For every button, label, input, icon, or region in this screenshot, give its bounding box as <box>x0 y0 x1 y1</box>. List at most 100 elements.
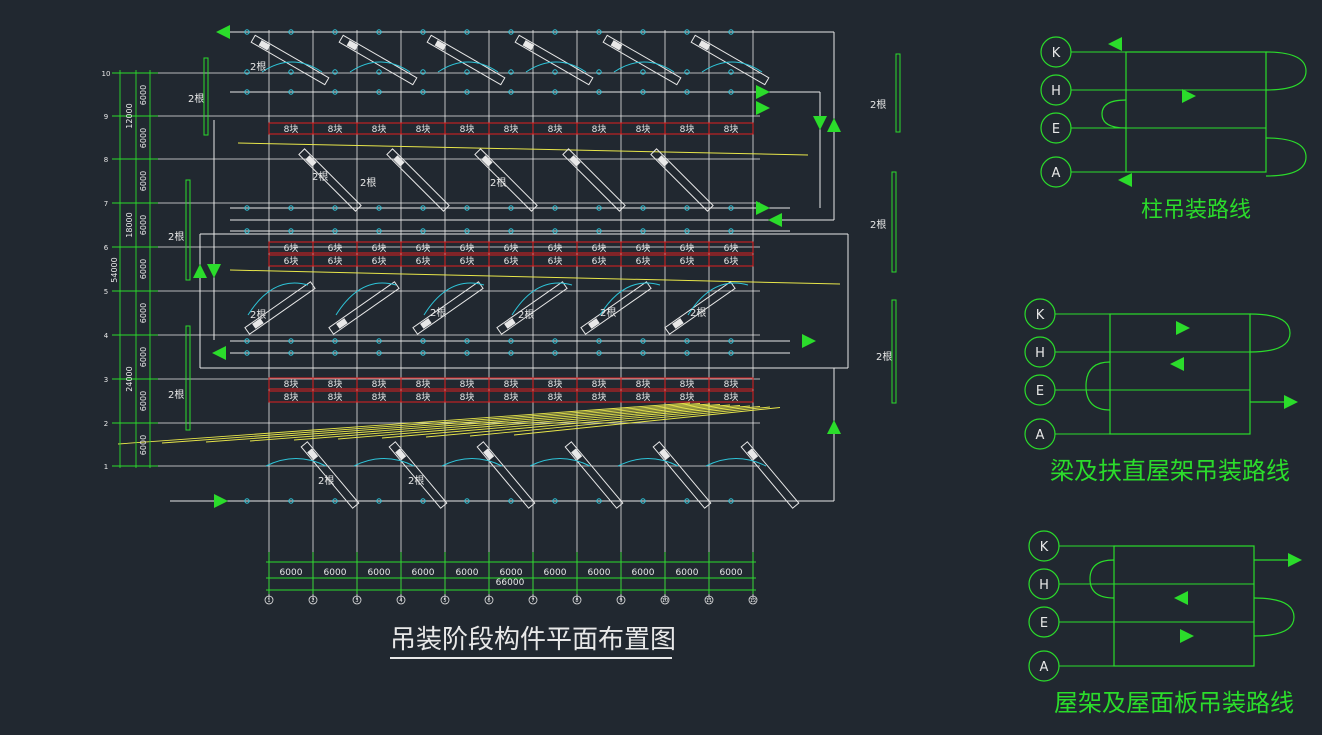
row-axis-label: 4 <box>104 332 109 340</box>
crane-stop-dot <box>244 69 250 75</box>
slab-count-label: 8块 <box>328 391 343 403</box>
column-count-label: 2根 <box>870 98 886 111</box>
route-arrow <box>756 101 770 115</box>
slab-count-label: 6块 <box>724 255 739 267</box>
crane-stop-dot <box>728 89 734 95</box>
slab-count-label: 8块 <box>680 391 695 403</box>
crane-stop-dot <box>464 205 470 211</box>
crane-stop-dot <box>332 29 338 35</box>
crane-stop-dot <box>552 350 558 356</box>
roof-truss <box>474 148 538 212</box>
axis-letter: A <box>1052 166 1061 181</box>
crane-stop-dot <box>244 350 250 356</box>
crane-stop-dot <box>332 228 338 234</box>
row-axis-label: 3 <box>104 376 108 384</box>
slab-count-label: 8块 <box>636 123 651 135</box>
column-axis-bubble <box>352 595 362 605</box>
crane-stop-dot <box>684 69 690 75</box>
route-arrow <box>216 25 230 39</box>
crane-swing-arc <box>265 458 327 467</box>
column-stack-marker <box>185 179 191 281</box>
slab-count-label: 6块 <box>328 255 343 267</box>
roof-truss <box>650 148 714 212</box>
truss-outline <box>514 34 594 86</box>
crane-stop-dot <box>332 69 338 75</box>
crane-stop-dot <box>464 29 470 35</box>
crane-stop-dot <box>464 350 470 356</box>
route-arrow <box>193 264 207 278</box>
total-length-label: 66000 <box>496 578 525 588</box>
axis-letter: K <box>1036 308 1045 323</box>
crane-swing-arc <box>437 61 499 73</box>
crane-stop-dot <box>244 205 250 211</box>
route-arrow <box>1174 591 1188 605</box>
crane-stop-dot <box>288 338 294 344</box>
column-spacing-label: 6000 <box>280 568 303 578</box>
row-axis-label: 8 <box>104 156 108 164</box>
crane-stop-dot <box>684 498 690 504</box>
column-spacing-label: 6000 <box>412 568 435 578</box>
truss-end-block <box>571 448 583 461</box>
route-title: 梁及扶直屋架吊装路线 <box>1050 457 1290 485</box>
truss-end-block <box>307 448 319 461</box>
route-arrow <box>813 116 827 130</box>
column-axis-bubble <box>528 595 538 605</box>
slab-count-label: 8块 <box>636 391 651 403</box>
slab-count-label: 8块 <box>416 378 431 390</box>
truss-placement-line <box>229 269 841 285</box>
crane-stop-dot <box>552 228 558 234</box>
slab-count-label: 8块 <box>592 378 607 390</box>
truss-placement-line <box>161 403 701 444</box>
crane-swing-arc <box>687 282 749 316</box>
axis-letter: E <box>1040 616 1048 631</box>
slab-count-label: 6块 <box>372 255 387 267</box>
crane-stop-dot <box>684 29 690 35</box>
crane-stop-dot <box>508 29 514 35</box>
truss-placement-line <box>293 404 731 441</box>
route-arrow <box>1284 395 1298 409</box>
slab-count-label: 8块 <box>504 391 519 403</box>
roof-truss <box>514 34 594 86</box>
column-spacing-label: 6000 <box>324 568 347 578</box>
truss-placement-line <box>513 407 781 436</box>
crane-stop-dot <box>376 205 382 211</box>
slab-count-label: 8块 <box>724 378 739 390</box>
truss-end-block <box>659 448 671 461</box>
roof-truss <box>602 34 682 86</box>
slab-count-label: 8块 <box>372 378 387 390</box>
route-curve <box>1265 137 1307 177</box>
crane-swing-arc <box>599 282 661 316</box>
truss-outline <box>474 148 538 212</box>
truss-outline <box>328 281 400 335</box>
crane-stop-dot <box>684 205 690 211</box>
crane-stop-dot <box>728 69 734 75</box>
roof-truss <box>564 441 624 509</box>
truss-end-block <box>588 318 600 329</box>
crane-stop-dot <box>376 338 382 344</box>
bay-dimension: 18000 <box>125 212 134 237</box>
slab-count-label: 6块 <box>592 242 607 254</box>
crane-swing-arc <box>261 61 323 73</box>
crane-stop-dot <box>420 89 426 95</box>
column-axis-bubble <box>660 595 670 605</box>
route-arrow <box>1108 37 1122 51</box>
route-curve <box>1265 51 1307 91</box>
slab-count-label: 8块 <box>636 378 651 390</box>
slab-stack <box>708 241 754 254</box>
crane-stop-dot <box>640 228 646 234</box>
crane-stop-dot <box>420 29 426 35</box>
truss-end-block <box>504 318 516 329</box>
truss-end-block <box>481 155 493 167</box>
slab-count-label: 8块 <box>460 378 475 390</box>
roof-truss <box>386 148 450 212</box>
crane-stop-dot <box>552 89 558 95</box>
slab-count-label: 8块 <box>328 378 343 390</box>
crane-stop-dot <box>596 205 602 211</box>
slab-count-label: 8块 <box>592 391 607 403</box>
crane-stop-dot <box>244 29 250 35</box>
roof-truss <box>338 34 418 86</box>
crane-stop-dot <box>552 205 558 211</box>
column-stack-marker <box>203 57 209 136</box>
crane-stop-dot <box>684 228 690 234</box>
axis-letter: E <box>1036 384 1044 399</box>
